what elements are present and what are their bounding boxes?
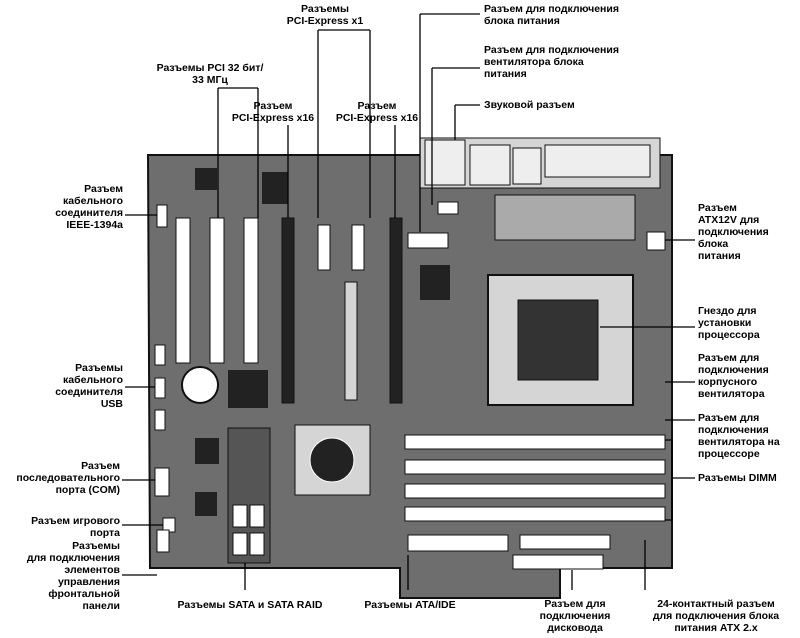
label-front-panel: Разъемы для подключения элементов управл… — [26, 540, 120, 612]
pcie-x16-slot-b — [389, 217, 403, 404]
chip — [195, 438, 219, 464]
ieee1394-header — [156, 204, 168, 228]
ata-connector — [407, 534, 509, 552]
vrm-heatsink — [494, 194, 636, 241]
chip — [228, 370, 268, 408]
label-ieee1394: Разъем кабельного соединителя IEEE-1394a — [55, 183, 123, 231]
power-connector — [407, 232, 449, 249]
dimm-slot — [404, 506, 666, 522]
dimm-slot — [404, 483, 666, 499]
serial-parallel-port — [544, 144, 651, 178]
usb-lan-port — [469, 144, 511, 186]
chip — [195, 168, 217, 190]
pci-slot — [209, 217, 225, 364]
usb-header — [154, 377, 166, 399]
pci-slot — [175, 217, 191, 364]
cmos-battery — [181, 366, 219, 404]
cpu-socket-pins — [517, 299, 599, 381]
sata-connector — [249, 504, 265, 528]
audio-jack-stack — [424, 139, 466, 186]
label-pcie-x16-a: Разъем PCI-Express x16 — [231, 100, 315, 124]
chip — [262, 172, 288, 204]
dimm-slot — [404, 459, 666, 475]
leader-lines — [122, 13, 695, 590]
label-power-connector: Разъем для подключения блока питания — [484, 3, 619, 27]
floppy-connector — [512, 554, 604, 570]
chipset-fan — [309, 437, 355, 483]
label-pcie-x1: Разъемы PCI-Express x1 — [286, 3, 364, 27]
label-game: Разъем игрового порта — [31, 515, 120, 539]
label-case-fan: Разъем для подключения корпусного вентил… — [698, 352, 769, 400]
label-pci32: Разъемы PCI 32 бит/ 33 МГц — [156, 62, 264, 86]
usb-port-block — [512, 147, 542, 185]
label-floppy: Разъем для подключения дисковода — [539, 598, 611, 634]
label-sata: Разъемы SATA и SATA RAID — [177, 599, 323, 611]
label-cpu-fan: Разъем для подключения вентилятора на пр… — [698, 412, 780, 460]
pcie-x1-slot — [317, 224, 331, 271]
pcie-x16-slot-a — [281, 217, 295, 404]
label-psu-fan: Разъем для подключения вентилятора блока… — [484, 44, 619, 80]
pcie-x1-slot — [351, 224, 365, 271]
label-audio: Звуковой разъем — [484, 99, 575, 111]
psu-fan-connector — [437, 201, 459, 215]
sata-connector — [232, 532, 248, 556]
usb-header — [154, 409, 166, 431]
label-dimm: Разъемы DIMM — [698, 472, 777, 484]
label-atx12v: Разъем ATX12V для подключения блока пита… — [698, 202, 769, 262]
front-panel-header — [156, 529, 170, 553]
com-header — [154, 467, 170, 497]
pci-slots — [175, 217, 259, 364]
chip — [420, 265, 450, 300]
label-pcie-x16-b: Разъем PCI-Express x16 — [335, 100, 419, 124]
label-cpu-socket: Гнездо для установки процессора — [698, 305, 760, 341]
label-com: Разъем последовательного порта (COM) — [16, 460, 120, 496]
dimm-slot — [404, 434, 666, 450]
sata-connector — [249, 532, 265, 556]
sata-connector — [232, 504, 248, 528]
pci-slot — [243, 217, 259, 364]
atx24-connector — [519, 534, 611, 550]
dimm-slots — [404, 434, 666, 522]
usb-header — [154, 344, 166, 366]
label-ata: Разъемы ATA/IDE — [364, 599, 456, 611]
label-atx24: 24-контактный разъем для подключения бло… — [652, 598, 780, 634]
chip — [195, 492, 217, 516]
atx12v-connector — [646, 231, 666, 251]
label-usb: Разъемы кабельного соединителя USB — [55, 362, 123, 410]
pcie-x1-slot-long — [344, 281, 358, 401]
